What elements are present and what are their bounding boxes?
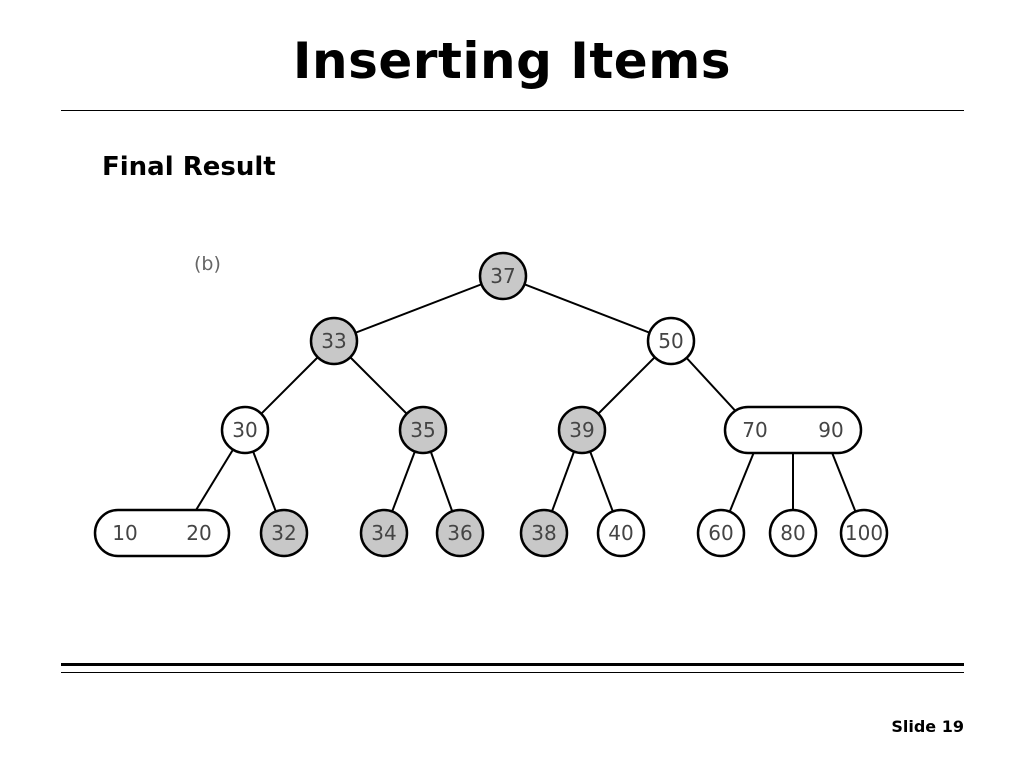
node-key: 20	[186, 521, 211, 545]
node-key: 37	[490, 264, 515, 288]
tree-node-100: 100	[839, 508, 889, 558]
node-circle	[519, 508, 569, 558]
node-circle	[309, 316, 359, 366]
node-circle	[359, 508, 409, 558]
node-circle	[839, 508, 889, 558]
tree-edge-n37-n33	[333, 275, 504, 342]
tree-edges	[181, 275, 865, 534]
node-key: 90	[818, 418, 843, 442]
tree-node-50: 50	[646, 316, 696, 366]
node-circle	[478, 251, 528, 301]
tree-node-30: 30	[220, 405, 270, 455]
tree-node-32: 32	[259, 508, 309, 558]
tree-node-39: 39	[557, 405, 607, 455]
node-key: 30	[232, 418, 257, 442]
slide-subtitle: Final Result	[102, 152, 276, 182]
node-circle	[646, 316, 696, 366]
footer-divider-thick	[61, 663, 964, 666]
node-key: 33	[321, 329, 346, 353]
node-key: 60	[708, 521, 733, 545]
tree-node-80: 80	[768, 508, 818, 558]
slide-number: Slide 19	[891, 717, 964, 736]
node-key: 35	[410, 418, 435, 442]
tree-node-37: 37	[478, 251, 528, 301]
node-key: 39	[569, 418, 594, 442]
node-circle	[220, 405, 270, 455]
tree-node-33: 33	[309, 316, 359, 366]
node-pill	[723, 405, 863, 455]
tree-node-36: 36	[435, 508, 485, 558]
node-pill	[93, 508, 231, 558]
node-key: 70	[742, 418, 767, 442]
node-key: 100	[845, 521, 883, 545]
node-circle	[259, 508, 309, 558]
panel-label: (b)	[194, 253, 221, 275]
node-key: 36	[447, 521, 472, 545]
tree-node-70-90: 70 90	[723, 405, 863, 455]
title-divider	[61, 110, 964, 111]
tree-node-10-20: 10 20	[93, 508, 231, 558]
tree-node-40: 40	[596, 508, 646, 558]
node-key: 80	[780, 521, 805, 545]
node-key: 10	[112, 521, 137, 545]
tree-node-60: 60	[696, 508, 746, 558]
tree-nodes: 37 33 50 30 35 39 70 90 10 20 32 34 36 38 40 60 80 100	[93, 251, 889, 558]
tree-node-34: 34	[359, 508, 409, 558]
node-circle	[768, 508, 818, 558]
slide-title: Inserting Items	[292, 32, 732, 90]
tree-node-35: 35	[398, 405, 448, 455]
node-circle	[557, 405, 607, 455]
node-key: 32	[271, 521, 296, 545]
node-key: 40	[608, 521, 633, 545]
node-circle	[596, 508, 646, 558]
tree-edge-n37-n50	[502, 275, 672, 342]
node-circle	[398, 405, 448, 455]
node-key: 34	[371, 521, 396, 545]
node-key: 50	[658, 329, 683, 353]
node-circle	[696, 508, 746, 558]
tree-node-38: 38	[519, 508, 569, 558]
footer-divider-thin	[61, 672, 964, 673]
node-key: 38	[531, 521, 556, 545]
node-circle	[435, 508, 485, 558]
